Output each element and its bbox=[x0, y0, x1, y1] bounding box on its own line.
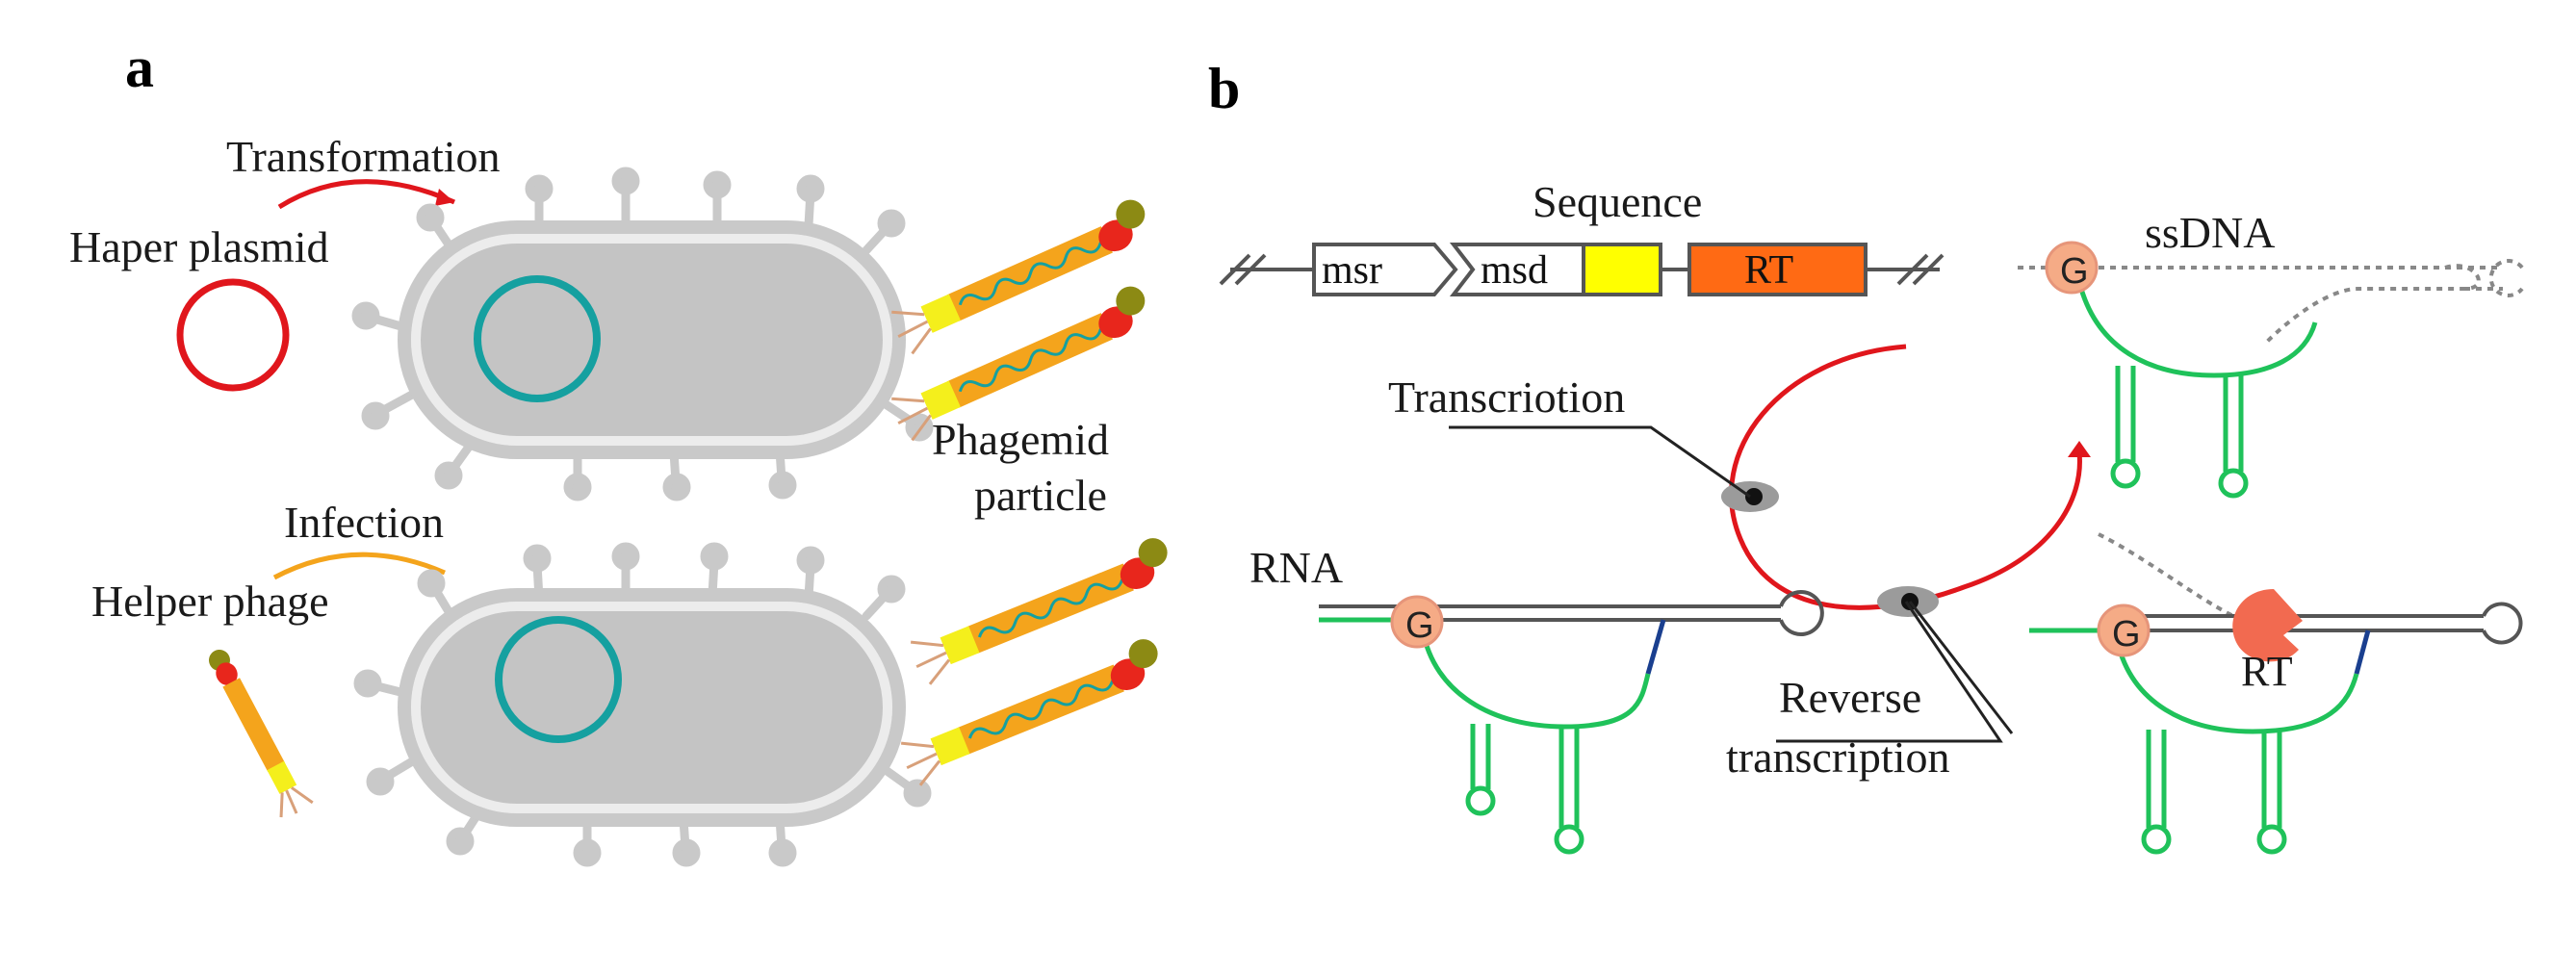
msr-label: msr bbox=[1322, 248, 1382, 293]
sequence-label: Sequence bbox=[1533, 177, 1702, 226]
helper-phage-label: Helper phage bbox=[91, 577, 329, 626]
infection-label: Infection bbox=[284, 498, 444, 547]
ssdna-structure-top bbox=[2018, 241, 2524, 499]
transformation-arrow bbox=[277, 179, 456, 210]
phagemid-label-1: Phagemid bbox=[932, 415, 1109, 464]
reverse-label-1: Reverse bbox=[1779, 673, 1921, 722]
infection-arrow bbox=[272, 552, 446, 580]
g-node-left: G bbox=[1405, 605, 1434, 646]
haper-plasmid-circle bbox=[176, 278, 290, 392]
g-node-bottom: G bbox=[2112, 614, 2141, 655]
transformation-label: Transformation bbox=[226, 132, 501, 181]
teal-plasmid-top bbox=[474, 275, 601, 402]
panel-b-label: b bbox=[1208, 57, 1240, 120]
cycle-arrow bbox=[1729, 344, 2082, 610]
bacterial-cell-bottom bbox=[353, 542, 932, 867]
bacterial-cell-top bbox=[351, 167, 934, 501]
reverse-label-2: transcription bbox=[1726, 732, 1950, 782]
rna-structure-left bbox=[1319, 590, 1824, 855]
rt-gene-label: RT bbox=[1744, 248, 1793, 293]
panel-a-label: a bbox=[125, 36, 154, 99]
teal-plasmid-bottom bbox=[495, 616, 622, 743]
sequence-block bbox=[1582, 243, 1662, 296]
rt-structure-bottom bbox=[2029, 532, 2523, 855]
msr-block bbox=[1312, 243, 1458, 296]
reverse-transcription-leader-1 bbox=[1776, 601, 2003, 743]
cycle-arrowhead bbox=[2068, 441, 2091, 457]
phagemid-label-2: particle bbox=[974, 471, 1107, 520]
transcription-leader bbox=[1449, 425, 1751, 499]
rt-enzyme-label: RT bbox=[2241, 648, 2293, 695]
transformation-arrowhead bbox=[435, 189, 454, 206]
transcription-label: Transcriotion bbox=[1388, 372, 1625, 422]
rt-gene-block bbox=[1687, 243, 1868, 296]
transcription-dot bbox=[1745, 488, 1763, 505]
rna-label: RNA bbox=[1249, 543, 1343, 592]
helper-phage bbox=[209, 650, 314, 818]
msd-block bbox=[1449, 243, 1585, 296]
haper-plasmid-label: Haper plasmid bbox=[69, 222, 329, 271]
gene-map bbox=[1219, 243, 1945, 296]
g-node-top: G bbox=[2060, 251, 2089, 292]
msd-label: msd bbox=[1481, 248, 1548, 293]
ssdna-label: ssDNA bbox=[2145, 208, 2275, 257]
reverse-transcription-leader-2 bbox=[1908, 601, 2014, 734]
rt-enzyme-pacman bbox=[2232, 589, 2303, 662]
